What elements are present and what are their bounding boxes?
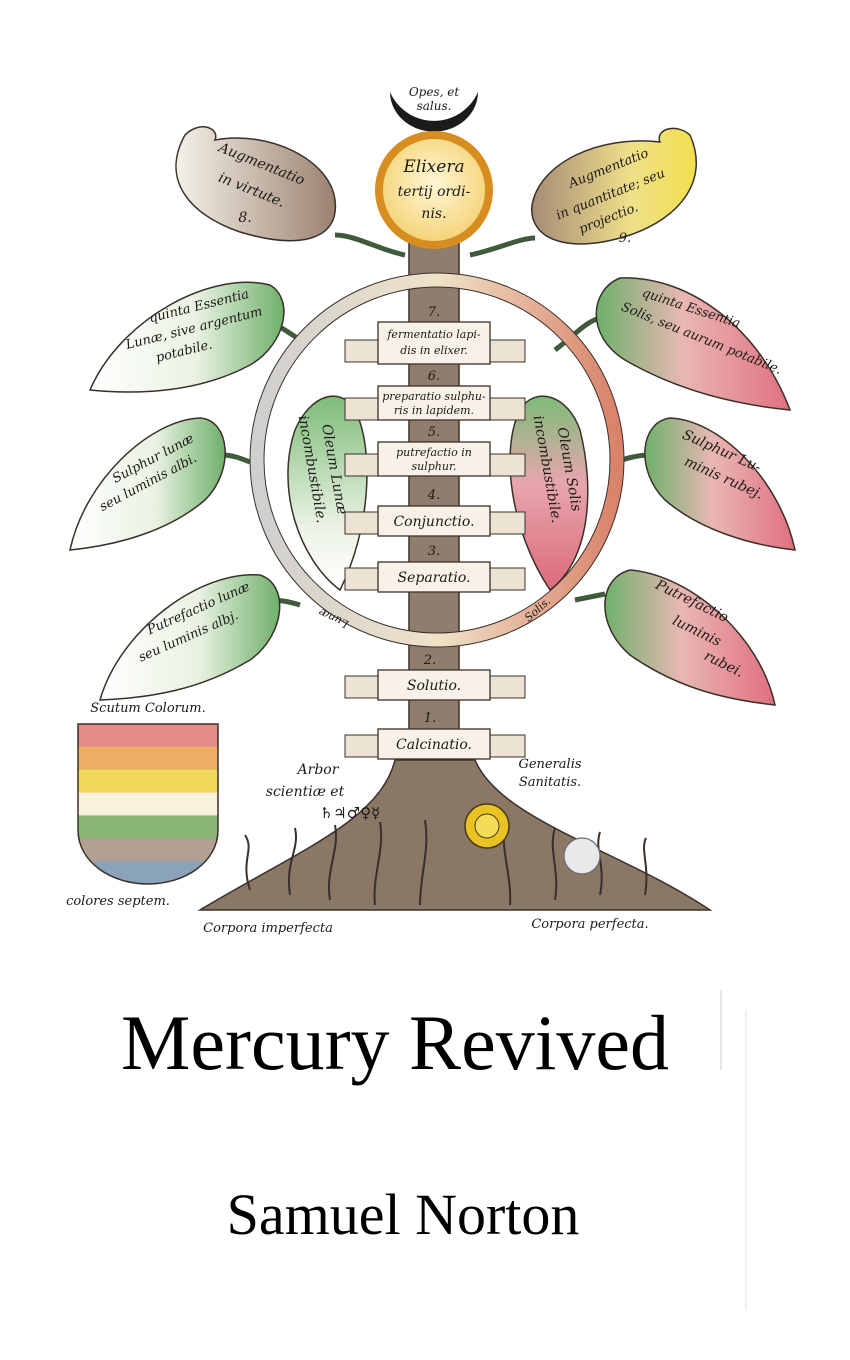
roots <box>197 759 713 911</box>
svg-text:2.: 2. <box>423 653 436 668</box>
svg-text:7.: 7. <box>428 305 440 320</box>
planet-symbols: ♄♃♂♀☿ <box>320 804 381 822</box>
left-leaf-2: Sulphur lunæ seu luminis albi. <box>69 417 226 551</box>
svg-text:ris in lapidem.: ris in lapidem. <box>394 404 474 417</box>
roots-right-label: Corpora perfecta. <box>531 917 648 932</box>
crescent-moon-icon <box>390 92 479 132</box>
moon-icon <box>563 837 601 875</box>
left-leaf-3: Putrefactio lunæ seu luminis albj. <box>98 574 281 701</box>
svg-text:1.: 1. <box>424 711 436 726</box>
shield-stripe <box>78 769 218 794</box>
stage-2: 2. Solutio. <box>344 653 526 701</box>
elixir-line2: tertij ordi- <box>398 184 471 200</box>
ring <box>250 273 624 647</box>
elixir-line3: nis. <box>421 206 446 222</box>
tree-illustration: Opes, et salus. Elixera tertij ordi- nis… <box>66 85 796 936</box>
shield-stripe <box>78 838 218 862</box>
colores-label: colores septem. <box>66 894 170 909</box>
svg-text:putrefactio in: putrefactio in <box>396 446 472 459</box>
shield-stripe <box>78 815 218 839</box>
shield-label: Scutum Colorum. <box>90 701 205 716</box>
svg-text:Conjunctio.: Conjunctio. <box>393 514 474 530</box>
book-title: Mercury Revived <box>121 999 669 1086</box>
stage-5: 5. putrefactio in sulphur. <box>344 425 526 477</box>
stage-1: 1. Calcinatio. <box>344 711 526 760</box>
crown-moon-line2: salus. <box>417 99 452 113</box>
svg-text:Separatio.: Separatio. <box>398 570 471 586</box>
top-left-pod: Augmentatio in virtute. 8. <box>175 126 337 242</box>
shield-stripe <box>78 746 218 771</box>
crown-moon-line1: Opes, et <box>409 85 460 99</box>
sun-icon <box>464 803 510 849</box>
svg-text:dis in elixer.: dis in elixer. <box>400 344 468 357</box>
page-edge-mark <box>720 990 722 1070</box>
shield-stripe <box>78 861 218 884</box>
right-leaf-1: quinta Essentia Solis, seu aurum potabil… <box>595 277 792 411</box>
stage-scrolls: 7. fermentatio lapi- dis in elixer. 6. p… <box>344 305 526 760</box>
svg-text:Solutio.: Solutio. <box>407 678 461 694</box>
inner-left-leaf: Oleum Lunæ incombustibile. <box>287 395 368 592</box>
right-leaf-2: Sulphur Lu- minis rubej. <box>644 417 796 551</box>
book-author: Samuel Norton <box>226 1182 580 1247</box>
left-leaf-1: quinta Essentia Lunæ, sive argentum pota… <box>88 281 285 393</box>
svg-text:preparatio sulphu-: preparatio sulphu- <box>382 390 486 403</box>
svg-text:5.: 5. <box>428 425 440 440</box>
svg-text:4.: 4. <box>427 488 440 503</box>
page-edge-mark <box>745 1010 747 1310</box>
color-shield <box>78 724 218 884</box>
stage-7: 7. fermentatio lapi- dis in elixer. <box>344 305 526 365</box>
stage-4: 4. Conjunctio. <box>344 488 526 537</box>
svg-text:3.: 3. <box>428 544 440 559</box>
generalis-line1: Generalis <box>518 757 581 772</box>
right-leaf-3: Putrefactio luminis rubei. <box>604 569 776 706</box>
elixir-line1: Elixera <box>402 157 464 177</box>
elixir-medallion <box>375 131 493 249</box>
generalis-line2: Sanitatis. <box>519 775 581 790</box>
top-right-pod: Augmentatio in quantitate; seu projectio… <box>531 127 697 246</box>
svg-text:9.: 9. <box>619 231 631 246</box>
svg-text:8.: 8. <box>238 210 251 226</box>
shield-stripe <box>78 792 218 816</box>
svg-text:fermentatio lapi-: fermentatio lapi- <box>386 328 481 341</box>
inner-right-leaf: Oleum Solis incombustibile. <box>509 395 589 592</box>
stage-6: 6. preparatio sulphu- ris in lapidem. <box>344 369 526 421</box>
roots-left-label: Corpora imperfecta <box>203 921 333 936</box>
svg-text:sulphur.: sulphur. <box>411 460 456 473</box>
svg-text:Calcinatio.: Calcinatio. <box>396 737 472 753</box>
arbor-line1: Arbor <box>296 762 340 778</box>
shield-outline <box>77 723 219 885</box>
svg-text:6.: 6. <box>428 369 440 384</box>
shield-stripe <box>78 724 218 748</box>
stage-3: 3. Separatio. <box>344 544 526 593</box>
arbor-line2: scientiæ et <box>266 784 345 800</box>
